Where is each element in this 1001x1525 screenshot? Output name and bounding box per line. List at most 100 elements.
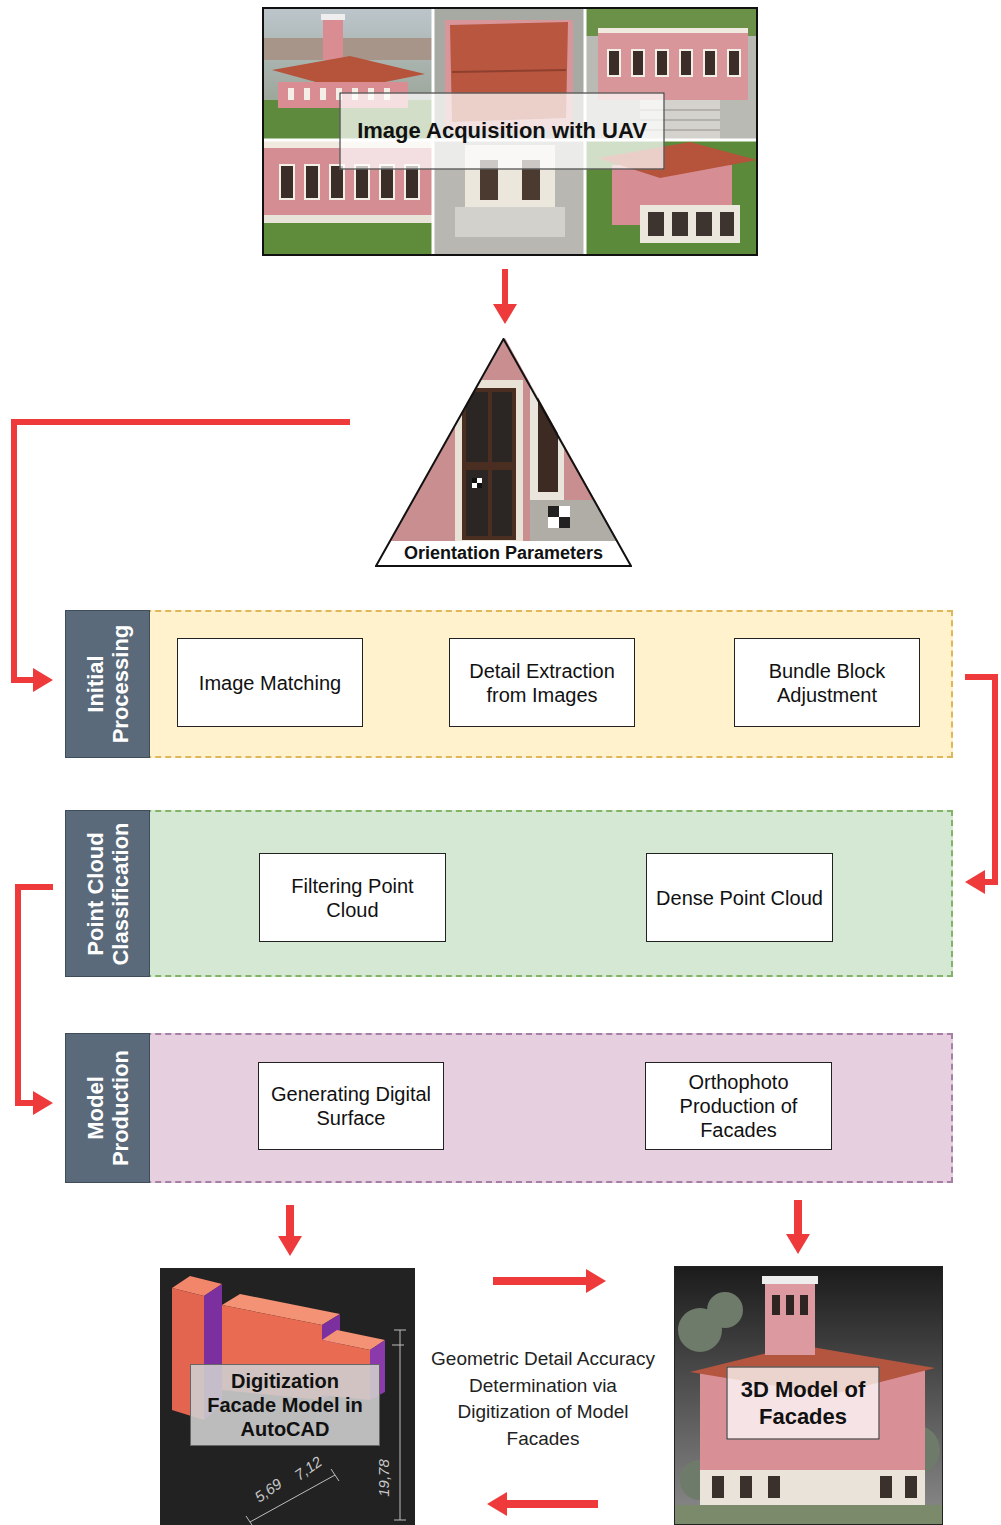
process-box: Filtering Point Cloud [259, 853, 446, 942]
dimension-label: 19,78 [376, 1459, 391, 1497]
uav-photo-collage [640, 205, 740, 243]
orientation-photo [548, 506, 559, 517]
uav-photo-collage [355, 165, 369, 199]
process-box: Orthophoto Production of Facades [645, 1062, 832, 1150]
uav-photo-collage [330, 165, 344, 199]
facade-3d-model-picture [772, 1295, 780, 1315]
flow-arrow [507, 1500, 598, 1508]
orientation-photo [548, 506, 570, 528]
uav-photo-collage [632, 50, 644, 76]
orientation-photo [466, 470, 488, 536]
uav-photo-collage [455, 207, 565, 237]
uav-photo-collage [263, 215, 433, 223]
box-label: Dense Point Cloud [656, 886, 823, 910]
facade-3d-model-picture [762, 1276, 818, 1284]
uav-photo-collage [608, 50, 740, 76]
orientation-photo [492, 392, 512, 462]
orientation-photo [559, 517, 570, 528]
facade-3d-model-picture [772, 1295, 808, 1315]
dimension-label: 5,69 [252, 1475, 285, 1504]
triangle-outline [376, 339, 631, 566]
uav-photo-collage [672, 212, 688, 236]
flow-arrow [502, 269, 508, 304]
uav-photo-collage [380, 165, 394, 199]
facade-3d-model-picture [674, 1266, 943, 1525]
stage-band: Point Cloud Classification Filtering Poin… [65, 810, 953, 977]
orientation-photo [462, 388, 516, 540]
uav-photo-collage [704, 50, 716, 76]
orientation-photo [375, 338, 632, 567]
picture-caption: 3D Model of Facades [727, 1367, 880, 1440]
uav-photo-collage [405, 165, 419, 199]
uav-photo-collage [452, 70, 566, 72]
facade-3d-model-picture [740, 1476, 752, 1498]
band-header: Point Cloud Classification [65, 810, 150, 977]
autocad-model-picture [392, 1330, 406, 1520]
facade-3d-model-picture [707, 1292, 743, 1328]
autocad-model-picture [246, 1469, 339, 1525]
uav-photo-collage [598, 28, 748, 33]
facade-3d-model-picture [765, 1280, 815, 1355]
facade-3d-model-picture [786, 1295, 794, 1315]
picture-caption: Digitization Facade Model in AutoCAD [190, 1364, 380, 1446]
process-box: Detail Extraction from Images [449, 638, 635, 727]
box-label: Detail Extraction from Images [458, 659, 626, 707]
uav-photo-collage [323, 16, 343, 60]
uav-photo-collage [263, 8, 757, 255]
uav-photo-collage [696, 212, 712, 236]
orientation-triangle: Orientation Parameters [375, 338, 632, 567]
flow-arrow [965, 677, 995, 882]
band-header: Model Production [65, 1033, 150, 1183]
uav-photo-collage [656, 50, 668, 76]
process-box: Generating Digital Surface [258, 1062, 444, 1150]
uav-photo-collage [680, 50, 692, 76]
uav-photo-collage [305, 165, 319, 199]
facade-3d-model-picture [800, 1295, 808, 1315]
autocad-model-picture [160, 1268, 415, 1525]
facade-3d-model-picture [712, 1476, 917, 1498]
orientation-photo [472, 478, 482, 488]
uav-photo-collage [648, 212, 734, 236]
triangle-label: Orientation Parameters [375, 542, 632, 564]
orientation-photo [538, 396, 558, 492]
orientation-photo [477, 483, 482, 488]
photo-panel: Image Acquisition with UAV [263, 8, 757, 255]
connector-group [14, 269, 995, 1504]
facade-3d-model-picture [712, 1476, 724, 1498]
orientation-photo [492, 470, 512, 536]
process-box: Dense Point Cloud [646, 853, 833, 942]
uav-photo-collage [598, 30, 748, 100]
orientation-photo [375, 541, 632, 567]
box-label: Bundle Block Adjustment [743, 659, 911, 707]
triangle-outline [375, 338, 632, 567]
flow-arrow [493, 1277, 586, 1285]
facade-3d-model-picture [700, 1470, 925, 1505]
uav-photo-collage [263, 8, 757, 255]
autocad-model-picture [160, 1268, 415, 1525]
stage-band: Initial Processing Image Matching Detail E… [65, 610, 953, 758]
note-text: Geometric Detail Accuracy Determination … [423, 1346, 663, 1452]
box-label: Generating Digital Surface [267, 1082, 435, 1130]
band-header: Initial Processing [65, 610, 150, 758]
facade-3d-model-picture [905, 1476, 917, 1498]
process-box: Bundle Block Adjustment [734, 638, 920, 727]
flow-arrow [794, 1200, 802, 1234]
uav-photo-collage [648, 212, 664, 236]
uav-photo-collage [280, 165, 419, 199]
box-label: Filtering Point Cloud [268, 874, 437, 922]
band-title: Model Production [82, 1041, 133, 1175]
band-title: Point Cloud Classification [82, 818, 133, 969]
orientation-photo [375, 338, 632, 567]
facade-3d-model-picture [768, 1476, 780, 1498]
orientation-photo [466, 392, 512, 536]
uav-photo-collage [728, 50, 740, 76]
photo-panel: 3D Model of Facades [674, 1266, 943, 1525]
picture-caption: Image Acquisition with UAV [340, 93, 665, 170]
uav-photo-collage [320, 88, 326, 100]
uav-photo-collage [288, 88, 294, 100]
orientation-photo [466, 392, 488, 462]
box-label: Image Matching [199, 671, 341, 695]
